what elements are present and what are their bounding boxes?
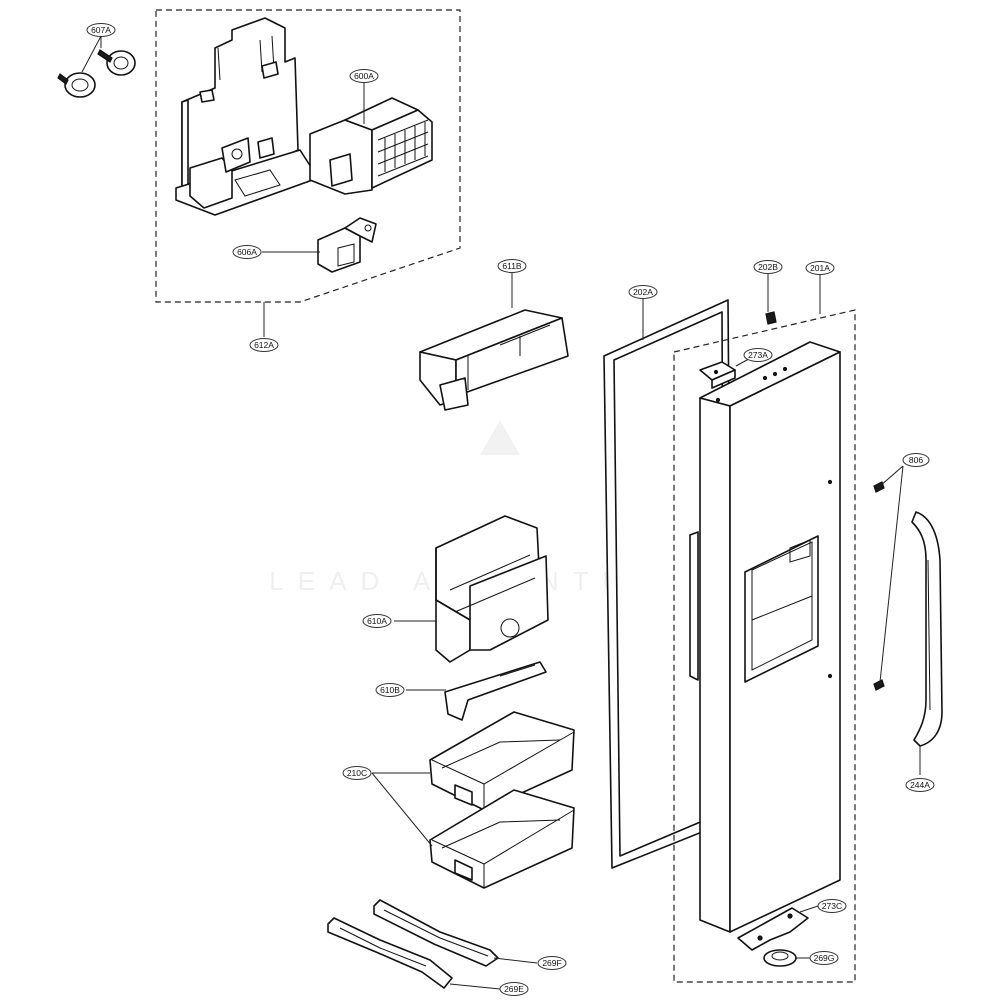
- door-basket-upper: [429, 711, 575, 811]
- ice-bin: [435, 515, 549, 663]
- callout-273C: 273C: [817, 899, 847, 913]
- callout-269F: 269F: [537, 956, 567, 970]
- callout-612A: 612A: [249, 338, 279, 352]
- callout-label: 273C: [822, 901, 842, 911]
- callout-610A: 610A: [362, 614, 392, 628]
- hinge-bushing: [763, 949, 797, 967]
- leveling-feet: [57, 49, 136, 98]
- callout-label: 806: [909, 455, 923, 465]
- callout-label: 210C: [347, 768, 367, 778]
- callout-label: 606A: [237, 247, 257, 257]
- gasket-screw: [765, 311, 777, 325]
- door-basket-lower: [429, 789, 575, 889]
- callout-label: 269E: [504, 984, 524, 994]
- ice-switch-part: [317, 217, 377, 273]
- handle-screw-lower: [873, 679, 885, 691]
- bin-bracket: [444, 661, 547, 721]
- callout-label: 273A: [748, 350, 768, 360]
- callout-202A: 202A: [628, 285, 658, 299]
- callout-label: 201A: [810, 263, 830, 273]
- cover-part: [419, 309, 569, 411]
- callout-label: 202B: [758, 262, 778, 272]
- callout-202B: 202B: [753, 260, 783, 274]
- callout-label: 607A: [91, 25, 111, 35]
- callout-269G: 269G: [809, 951, 839, 965]
- callout-269E: 269E: [499, 982, 529, 996]
- callout-label: 600A: [354, 71, 374, 81]
- callout-273A: 273A: [743, 348, 773, 362]
- icemaker-group-outline: [155, 9, 461, 303]
- upper-hinge: [699, 361, 736, 389]
- callout-610B: 610B: [375, 683, 405, 697]
- callout-244A: 244A: [905, 778, 935, 792]
- callout-label: 269F: [542, 958, 561, 968]
- door-handle: [911, 511, 943, 747]
- callout-606A: 606A: [232, 245, 262, 259]
- callout-210C: 210C: [342, 766, 372, 780]
- leader-lines: [81, 35, 921, 990]
- callout-label: 269G: [814, 953, 835, 963]
- callout-label: 610A: [367, 616, 387, 626]
- callout-201A: 201A: [805, 261, 835, 275]
- lower-hinge: [737, 907, 809, 951]
- callout-label: 610B: [380, 685, 400, 695]
- water-dispenser-recess: [744, 535, 819, 683]
- icemaker-bracket: [175, 17, 319, 216]
- icemaker-unit: [309, 97, 433, 195]
- callout-806: 806: [902, 453, 930, 467]
- door-group-outline: [673, 309, 856, 983]
- callout-label: 611B: [502, 261, 522, 271]
- callout-label: 244A: [910, 780, 930, 790]
- hinge-bar-lower: [327, 917, 453, 989]
- callout-611B: 611B: [497, 259, 527, 273]
- callout-label: 612A: [254, 340, 274, 350]
- callout-600A: 600A: [349, 69, 379, 83]
- callout-label: 202A: [633, 287, 653, 297]
- callout-607A: 607A: [86, 23, 116, 37]
